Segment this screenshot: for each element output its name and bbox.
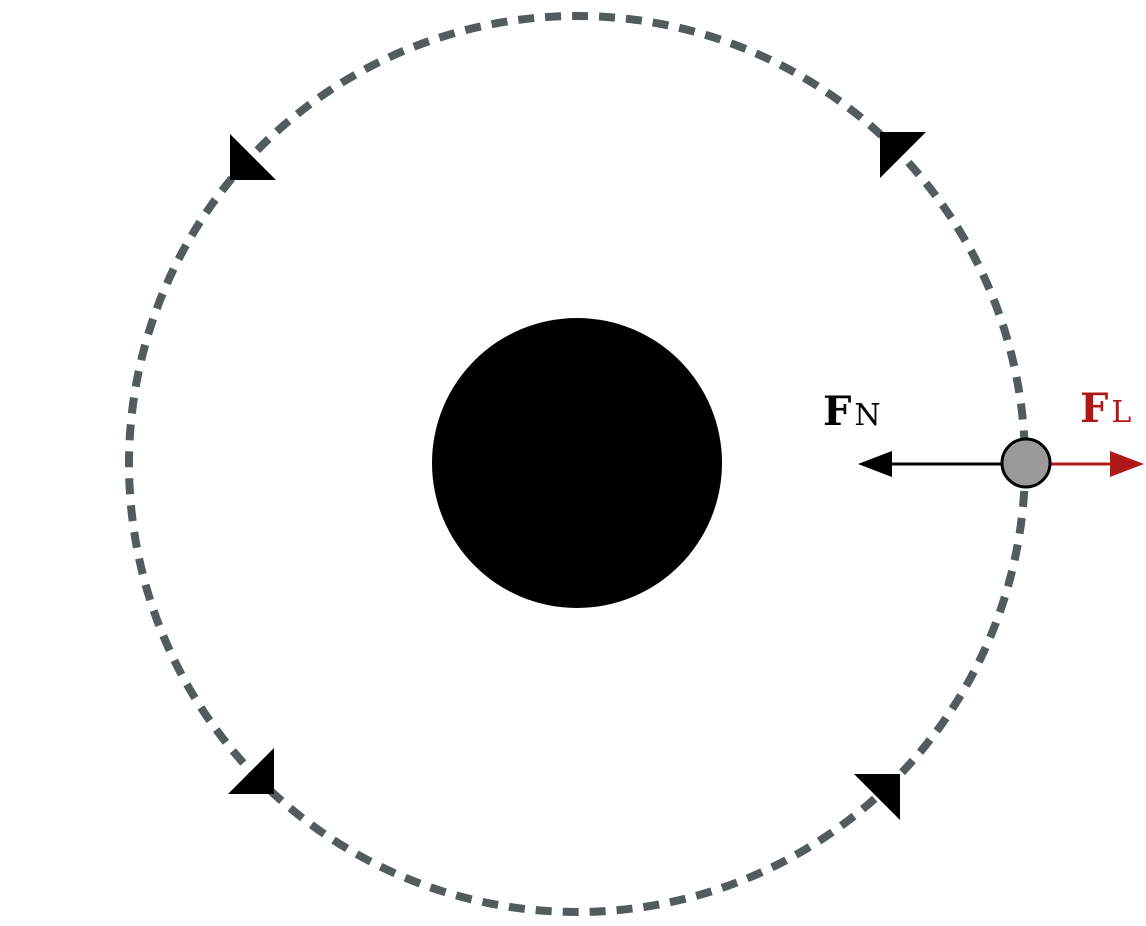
lorentz-force-subscript: L bbox=[1111, 395, 1131, 430]
direction-marker-top-left bbox=[230, 134, 276, 180]
direction-markers bbox=[228, 132, 926, 820]
orbiting-particle bbox=[1000, 437, 1052, 489]
lorentz-force-arrowhead bbox=[1110, 451, 1144, 477]
direction-marker-bottom-left bbox=[228, 748, 274, 794]
lorentz-force-letter: F bbox=[1080, 385, 1108, 432]
normal-force-letter: F bbox=[823, 388, 851, 435]
central-body bbox=[432, 318, 722, 608]
direction-marker-top-right bbox=[880, 132, 926, 178]
direction-marker-bottom-right bbox=[854, 774, 900, 820]
normal-force-arrowhead bbox=[858, 451, 892, 477]
lorentz-force-arrow bbox=[1051, 451, 1144, 477]
normal-force-arrow bbox=[858, 451, 1003, 477]
normal-force-subscript: N bbox=[854, 398, 880, 433]
